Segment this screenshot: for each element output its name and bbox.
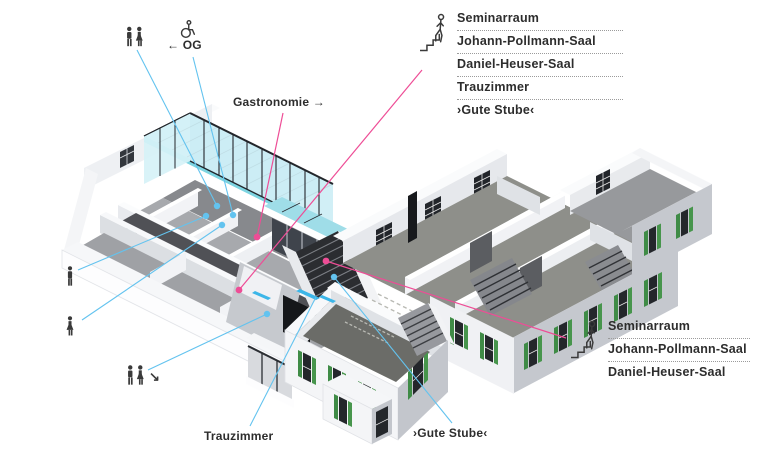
leader-gute-stube <box>333 276 453 424</box>
shutter-window <box>644 272 662 307</box>
leader-trauzimmer <box>249 296 317 427</box>
gastronomie-label: Gastronomie → <box>233 95 325 109</box>
shutter-window <box>480 332 498 365</box>
atrium-glass <box>143 112 334 233</box>
trauzimmer-label: Trauzimmer <box>204 429 274 443</box>
sliding-glass-door <box>248 346 292 400</box>
legend-upper-floor: Seminarraum Johann-Pollmann-Saal Daniel-… <box>419 8 623 122</box>
leader-legend-top <box>238 69 423 291</box>
legend-upper-items: Seminarraum Johann-Pollmann-Saal Daniel-… <box>457 8 623 122</box>
wc-men-women-icon <box>124 26 145 48</box>
interior-stair <box>470 258 532 316</box>
room-stair <box>398 303 455 356</box>
shutter-window <box>450 317 468 350</box>
shutter-window <box>644 223 661 256</box>
legend-item: Johann-Pollmann-Saal <box>457 30 623 53</box>
window-bay <box>322 374 392 445</box>
wc-men-women-icon <box>125 365 146 386</box>
legend-ground-floor: Seminarraum Johann-Pollmann-Saal Daniel-… <box>570 316 750 384</box>
og-label: ← OG <box>167 38 202 52</box>
shutter-window <box>408 352 428 400</box>
wc-men-icon <box>64 266 76 287</box>
legend-item: Daniel-Heuser-Saal <box>608 361 750 384</box>
leader-wc-men <box>77 215 207 271</box>
legend-item: Seminarraum <box>608 319 691 333</box>
leader-lines <box>77 49 567 427</box>
wc-women-icon <box>63 316 77 337</box>
legend-item: Seminarraum <box>457 11 540 25</box>
legend-item: Johann-Pollmann-Saal <box>608 338 750 361</box>
shutter-window <box>298 350 316 385</box>
shutter-window <box>676 206 693 239</box>
legend-item: Daniel-Heuser-Saal <box>457 53 623 76</box>
annex <box>560 148 712 276</box>
shutter-window <box>584 303 602 338</box>
shutter-window <box>614 287 632 322</box>
wheelchair-icon <box>178 20 197 40</box>
right-wing <box>333 148 712 394</box>
leader-wc-lower <box>147 313 268 371</box>
stairs-up-person-icon <box>570 318 600 365</box>
legend-item: Trauzimmer <box>457 76 623 99</box>
legend-item: ›Gute Stube‹ <box>457 99 623 122</box>
leader-og <box>192 56 234 216</box>
legend-lower-items: Seminarraum Johann-Pollmann-Saal Daniel-… <box>608 316 750 384</box>
shutter-window <box>524 335 542 370</box>
stairs-up-person-icon <box>419 10 449 59</box>
gute-stube-label: ›Gute Stube‹ <box>413 426 488 440</box>
leader-wc-women <box>81 224 223 321</box>
leader-wc-top <box>136 49 218 207</box>
down-right-arrow: ↘ <box>149 369 160 384</box>
leader-legend-bottom <box>325 260 567 339</box>
highlighted-doors <box>252 289 336 303</box>
leader-gastronomie <box>256 112 284 238</box>
